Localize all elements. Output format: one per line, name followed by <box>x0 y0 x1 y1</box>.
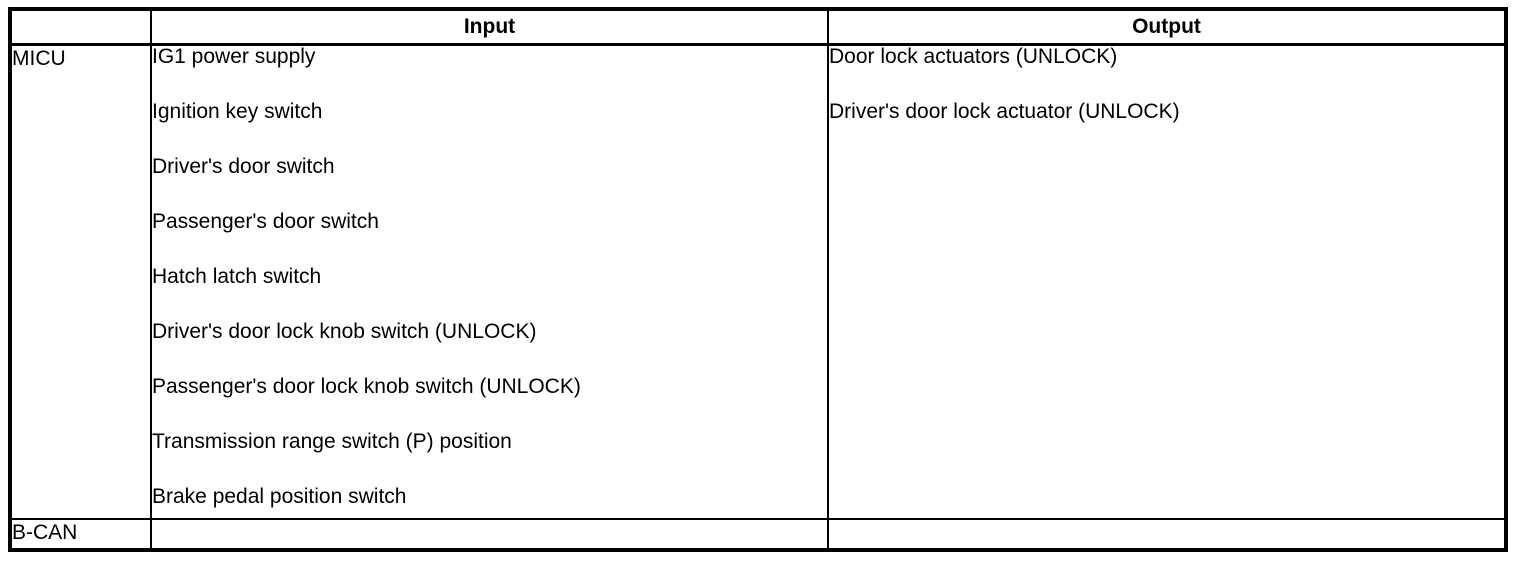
input-item: Brake pedal position switch <box>152 485 407 508</box>
table-row-bcan: B-CAN <box>9 518 1507 551</box>
header-output-cell: Output <box>827 8 1507 46</box>
input-item: Hatch latch switch <box>152 265 322 288</box>
output-item: Door lock actuators (UNLOCK) <box>829 45 1118 68</box>
bcan-input-cell <box>150 518 829 551</box>
input-item: Passenger's door switch <box>152 210 379 233</box>
row-label-micu: MICU <box>9 43 152 520</box>
input-item: Transmission range switch (P) position <box>152 430 512 453</box>
input-item: Ignition key switch <box>152 100 323 123</box>
row-label-bcan: B-CAN <box>9 518 152 551</box>
input-output-table: Input Output MICU IG1 power supply Ignit… <box>8 7 1508 552</box>
output-item: Driver's door lock actuator (UNLOCK) <box>829 100 1180 123</box>
input-item: Passenger's door lock knob switch (UNLOC… <box>152 375 581 398</box>
header-corner-cell <box>9 8 152 46</box>
input-item: IG1 power supply <box>152 45 316 68</box>
micu-output-cell: Door lock actuators (UNLOCK) Driver's do… <box>827 43 1507 520</box>
bcan-output-cell <box>827 518 1507 551</box>
micu-input-cell: IG1 power supply Ignition key switch Dri… <box>150 43 829 520</box>
header-input-cell: Input <box>150 8 829 46</box>
input-item: Driver's door switch <box>152 155 335 178</box>
input-item: Driver's door lock knob switch (UNLOCK) <box>152 320 537 343</box>
table-row-micu: MICU IG1 power supply Ignition key switc… <box>9 43 1507 520</box>
table-header-row: Input Output <box>9 8 1507 46</box>
